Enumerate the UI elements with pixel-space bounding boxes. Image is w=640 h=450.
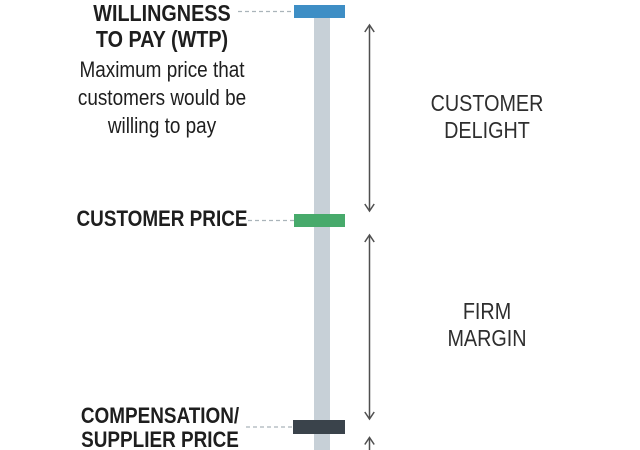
arrow-up-head-icon	[364, 436, 375, 445]
wtp-description-line1: Maximum price that	[79, 57, 245, 82]
wtp-description-line3: willing to pay	[107, 113, 217, 138]
supplier-price-label-line1: COMPENSATION/	[80, 403, 240, 428]
firm-margin-label-line1: FIRM	[462, 298, 512, 324]
customer-price-label-block: CUSTOMER PRICE	[48, 206, 275, 232]
supplier-price-label-block: COMPENSATION/ SUPPLIER PRICE	[46, 404, 273, 450]
customer-delight-label-line2: DELIGHT	[444, 117, 530, 143]
supplier-price-label-line2: SUPPLIER PRICE	[81, 427, 239, 450]
value-bar	[314, 7, 330, 450]
wtp-tick	[294, 5, 345, 18]
wtp-description-line2: customers would be	[77, 85, 247, 110]
customer-price-label: CUSTOMER PRICE	[76, 206, 248, 231]
firm-margin-arrow	[364, 233, 375, 421]
arrow-up-head-icon	[364, 23, 375, 33]
arrow-up-head-icon	[364, 233, 375, 243]
supplier-price-tick	[293, 420, 345, 434]
wtp-title-line2: TO PAY (WTP)	[95, 26, 229, 52]
wtp-title-line1: WILLINGNESS	[93, 0, 231, 26]
arrow-down-head-icon	[364, 411, 375, 421]
wtp-label-block: WILLINGNESS TO PAY (WTP) Maximum price t…	[48, 0, 275, 140]
customer-delight-label-line1: CUSTOMER	[430, 90, 544, 116]
customer-delight-label-block: CUSTOMER DELIGHT	[405, 90, 568, 144]
firm-margin-label-line2: MARGIN	[447, 325, 527, 351]
firm-margin-label-block: FIRM MARGIN	[405, 298, 568, 352]
customer-price-tick	[294, 214, 345, 227]
arrow-down-head-icon	[364, 203, 375, 213]
customer-delight-arrow	[364, 23, 375, 213]
bottom-span-arrow	[364, 436, 375, 450]
